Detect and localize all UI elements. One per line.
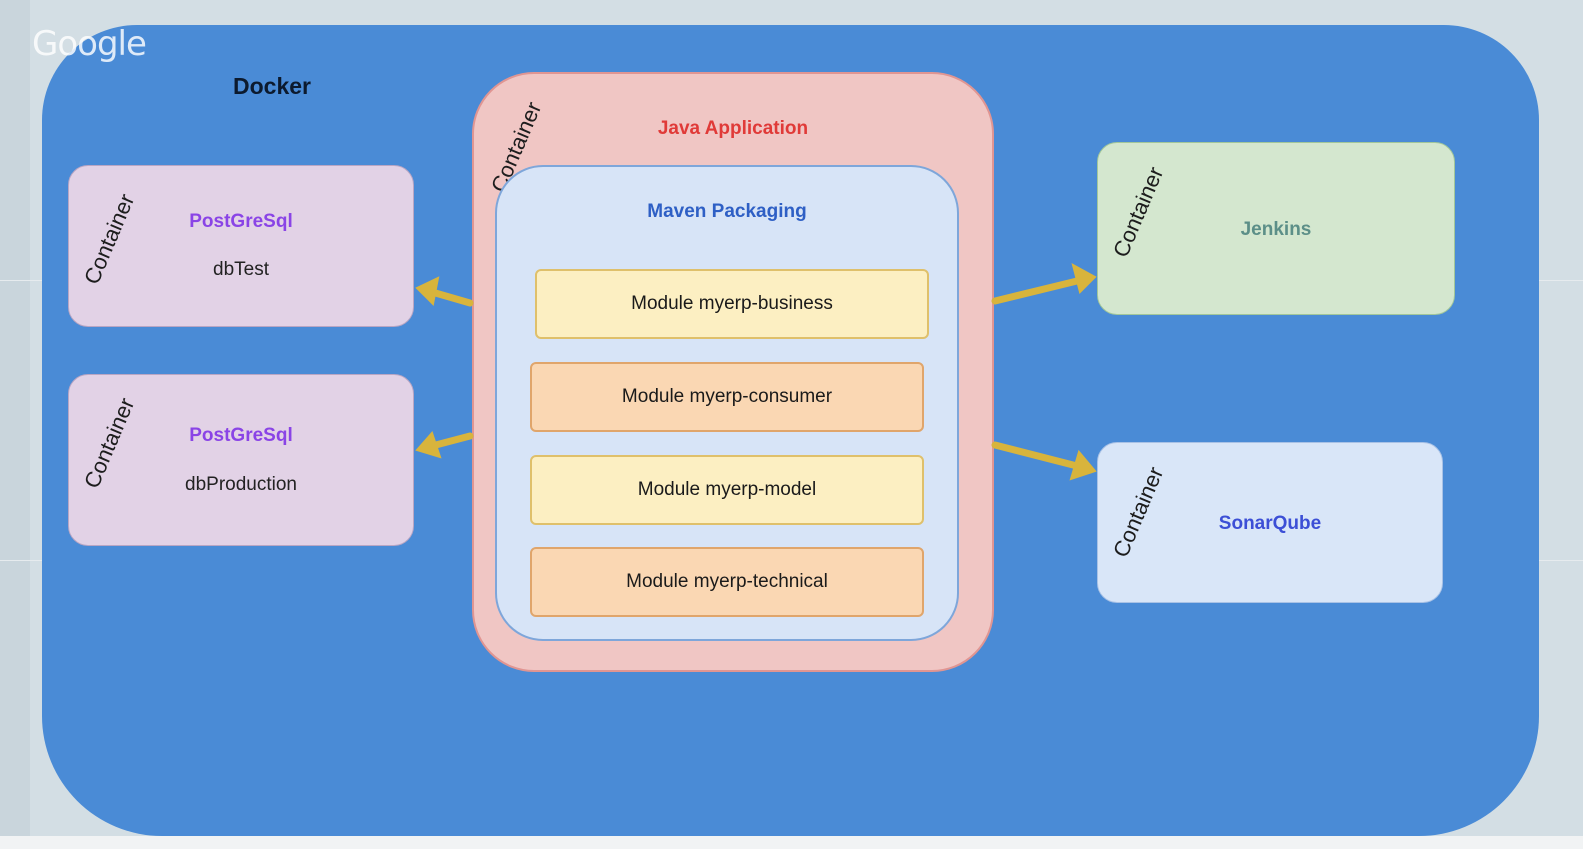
- arrow-to-dbtest: [428, 288, 474, 307]
- google-watermark: Google: [32, 24, 147, 64]
- postgres-test-db: dbTest: [213, 259, 269, 280]
- jenkins-container: Container Jenkins: [1097, 142, 1455, 315]
- window-bottom-edge: [0, 836, 1583, 849]
- arrow-to-dbproduction: [428, 432, 474, 450]
- postgres-prod-container: Container PostGreSql dbProduction: [68, 374, 414, 546]
- postgres-prod-name: PostGreSql: [189, 425, 293, 446]
- module-technical: Module myerp-technical: [530, 547, 924, 617]
- postgres-prod-db: dbProduction: [185, 474, 297, 495]
- sonarqube-name: SonarQube: [1218, 513, 1322, 534]
- window-left-edge: [0, 0, 30, 849]
- module-model: Module myerp-model: [530, 455, 924, 525]
- maven-title: Maven Packaging: [647, 201, 807, 222]
- maven-packaging: Maven Packaging Module myerp-business Mo…: [495, 165, 959, 641]
- arrow-to-sonarqube: [991, 441, 1081, 470]
- arrow-to-jenkins: [991, 277, 1081, 305]
- java-app-title: Java Application: [657, 118, 809, 139]
- arrow-head-dbproduction: [415, 431, 442, 459]
- docker-title: Docker: [233, 73, 311, 99]
- arrow-head-sonarqube: [1069, 449, 1097, 481]
- arrow-head-dbtest: [415, 276, 440, 307]
- jenkins-name: Jenkins: [1240, 219, 1312, 240]
- module-consumer: Module myerp-consumer: [530, 362, 924, 432]
- postgres-test-container: Container PostGreSql dbTest: [68, 165, 414, 327]
- module-business: Module myerp-business: [535, 269, 929, 339]
- arrow-head-jenkins: [1071, 263, 1097, 294]
- sonarqube-container: Container SonarQube: [1097, 442, 1443, 603]
- java-app-container: Container Java Application Maven Packagi…: [472, 72, 994, 672]
- postgres-test-name: PostGreSql: [189, 211, 293, 232]
